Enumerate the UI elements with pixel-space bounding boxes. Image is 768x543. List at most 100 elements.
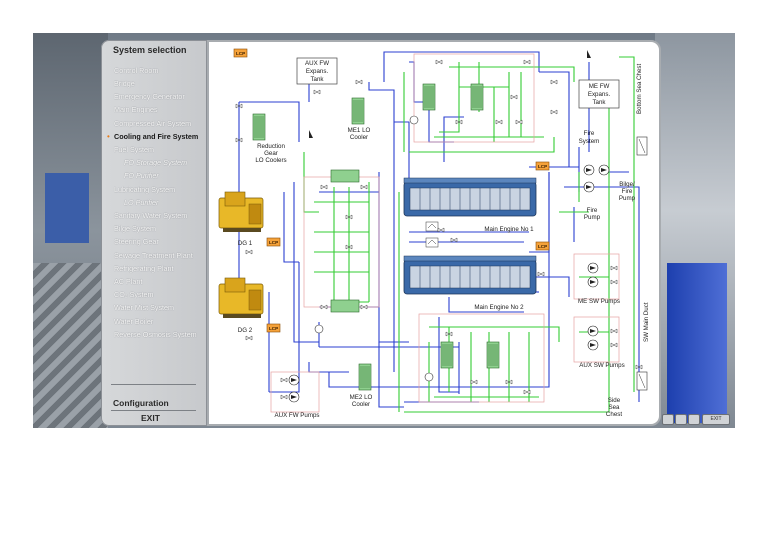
menu-item-sewage-plant[interactable]: Sewage Treatment Plant xyxy=(114,251,193,260)
svg-text:Side: Side xyxy=(608,397,621,404)
menu-item-lubricating[interactable]: Lubricating System xyxy=(114,185,176,194)
three-way-valve-icon[interactable] xyxy=(314,115,434,382)
menu-item-lo-purifier[interactable]: LO Purifier xyxy=(124,198,159,207)
engine-room-equipment xyxy=(45,173,89,243)
diesel-generator-2[interactable]: DG 2 xyxy=(218,277,264,334)
menu-item-cooling-fire[interactable]: Cooling and Fire System xyxy=(114,132,199,141)
exit-small-button[interactable]: EXIT xyxy=(702,414,730,425)
svg-text:SW Main Duct: SW Main Duct xyxy=(643,302,650,342)
menu-divider xyxy=(111,410,196,411)
me2-lo-cooler[interactable]: ME2 LO Cooler xyxy=(350,363,373,408)
menu-item-main-engines[interactable]: Main Engines xyxy=(114,105,158,114)
svg-text:ME SW Pumps: ME SW Pumps xyxy=(578,298,620,305)
me-fw-expansion-tank[interactable]: ME FW Expans. Tank xyxy=(578,79,620,109)
svg-text:Pump: Pump xyxy=(584,214,601,221)
lcp-badge[interactable]: LCP xyxy=(233,48,248,58)
me1-fw-cooler[interactable] xyxy=(422,83,484,111)
sw-main-duct[interactable]: SW Main Duct xyxy=(643,302,650,342)
aux-sw-pumps[interactable]: AUX SW Pumps xyxy=(579,325,625,369)
side-sea-chest[interactable]: Side Sea Chest xyxy=(606,397,622,418)
svg-text:DG 1: DG 1 xyxy=(238,240,253,247)
engine-governor xyxy=(425,221,439,248)
menu-item-compressed-air[interactable]: Compressed Air System xyxy=(114,119,192,128)
zoom-in-button[interactable] xyxy=(675,414,687,425)
diesel-generator-1[interactable]: DG 1 xyxy=(218,191,264,247)
svg-text:Pump: Pump xyxy=(619,195,636,202)
fire-pump[interactable]: Fire Pump xyxy=(583,164,601,221)
bilge-fire-pump[interactable]: Bilge/ Fire Pump xyxy=(583,164,636,202)
me1-lo-cooler[interactable]: ME1 LO Cooler xyxy=(348,97,371,141)
svg-text:AUX FW: AUX FW xyxy=(305,60,329,67)
menu-item-control-room[interactable]: Control Room xyxy=(114,66,159,75)
svg-text:Bilge/: Bilge/ xyxy=(619,181,635,188)
menu-item-fo-storage[interactable]: FO Storage System xyxy=(124,158,188,167)
svg-text:Expans.: Expans. xyxy=(588,91,611,98)
main-engine-2[interactable]: Main Engine No 2 xyxy=(403,255,537,311)
menu-divider xyxy=(111,384,196,385)
menu-item-water-mist[interactable]: Water Mist System xyxy=(114,303,175,312)
menu-item-steering-gear[interactable]: Steering Gear xyxy=(114,237,159,246)
me2-fw-cooler[interactable] xyxy=(440,341,500,369)
svg-text:Sea: Sea xyxy=(608,404,620,411)
svg-text:AUX FW Pumps: AUX FW Pumps xyxy=(274,412,319,419)
menu-item-emergency-generator[interactable]: Emergency Generator xyxy=(114,92,185,101)
svg-text:Fire: Fire xyxy=(587,207,598,214)
lubricating-oil-lines xyxy=(303,53,620,403)
menu-item-sanitary-water[interactable]: Sanitary Water System xyxy=(114,211,188,220)
aux-fw-pumps[interactable]: AUX FW Pumps xyxy=(270,371,320,419)
menu-item-bridge[interactable]: Bridge xyxy=(114,79,135,88)
svg-text:Chest: Chest xyxy=(606,411,622,418)
svg-text:Main Engine No 2: Main Engine No 2 xyxy=(474,304,524,311)
piping-diagram: LCP LCP LCP LCP LCP AUX FW Expans. Tank … xyxy=(218,48,650,419)
system-selection-menu: System selection Control Room Bridge Eme… xyxy=(101,40,207,426)
lcp-badge[interactable]: LCP xyxy=(266,237,281,247)
lcp-badge[interactable]: LCP xyxy=(535,241,550,251)
menu-item-reverse-osmosis[interactable]: Reverse Osmosis System xyxy=(114,330,197,339)
fire-system[interactable]: Fire System xyxy=(579,130,600,145)
svg-text:Main Engine No 1: Main Engine No 1 xyxy=(484,226,534,233)
me-sw-pumps[interactable]: ME SW Pumps xyxy=(578,262,620,305)
svg-text:ME2 LO: ME2 LO xyxy=(350,394,373,401)
sea-chest-filter[interactable] xyxy=(636,136,648,391)
svg-text:LO Coolers: LO Coolers xyxy=(255,157,286,164)
reset-view-button[interactable] xyxy=(688,414,700,425)
menu-item-ac-plant[interactable]: AC Plant xyxy=(114,277,143,286)
svg-text:Fire: Fire xyxy=(584,130,595,137)
menu-item-fuel-system[interactable]: Fuel System xyxy=(114,145,154,154)
svg-text:Expans.: Expans. xyxy=(306,68,329,75)
svg-text:System: System xyxy=(579,138,600,145)
active-bullet-icon: • xyxy=(107,132,110,141)
menu-item-refrigerating[interactable]: Refrigerating Plant xyxy=(114,264,174,273)
svg-text:LCP: LCP xyxy=(269,326,278,331)
menu-item-fo-purifier[interactable]: FO Purifier xyxy=(124,171,159,180)
dg-fw-cooler[interactable] xyxy=(330,169,360,313)
engine-room-stairs xyxy=(33,263,108,428)
svg-text:DG 2: DG 2 xyxy=(238,327,253,334)
svg-text:Tank: Tank xyxy=(310,76,324,83)
exit-button[interactable]: EXIT xyxy=(141,413,160,423)
svg-text:ME FW: ME FW xyxy=(589,83,610,90)
bottom-sea-chest[interactable]: Bottom Sea Chest xyxy=(636,64,643,114)
menu-title: System selection xyxy=(113,45,187,55)
aux-fw-expansion-tank[interactable]: AUX FW Expans. Tank xyxy=(296,57,338,85)
lcp-badge[interactable]: LCP xyxy=(266,323,281,333)
lcp-badge[interactable]: LCP xyxy=(535,161,550,171)
reduction-gear-lo-cooler[interactable]: Reduction Gear LO Coolers xyxy=(252,113,287,164)
cooling-fire-diagram-panel: LCP LCP LCP LCP LCP AUX FW Expans. Tank … xyxy=(207,40,661,426)
zoom-out-button[interactable] xyxy=(662,414,674,425)
menu-item-water-boiler[interactable]: Water Boiler xyxy=(114,317,154,326)
menu-item-bilge[interactable]: Bilge System xyxy=(114,224,156,233)
svg-text:Gear: Gear xyxy=(264,150,278,157)
svg-text:Cooler: Cooler xyxy=(352,401,370,408)
engine-room-machinery xyxy=(667,263,727,423)
main-engine-1[interactable]: Main Engine No 1 xyxy=(403,177,537,233)
svg-text:LCP: LCP xyxy=(269,240,278,245)
thermostat-icon xyxy=(309,50,591,138)
configuration-button[interactable]: Configuration xyxy=(113,398,169,408)
svg-text:LCP: LCP xyxy=(538,244,547,249)
svg-text:ME1 LO: ME1 LO xyxy=(348,127,371,134)
svg-text:Bottom Sea Chest: Bottom Sea Chest xyxy=(636,64,643,114)
menu-item-co2-system[interactable]: CO₂ System xyxy=(114,290,154,299)
svg-text:Tank: Tank xyxy=(592,99,606,106)
svg-text:Fire: Fire xyxy=(622,188,633,195)
